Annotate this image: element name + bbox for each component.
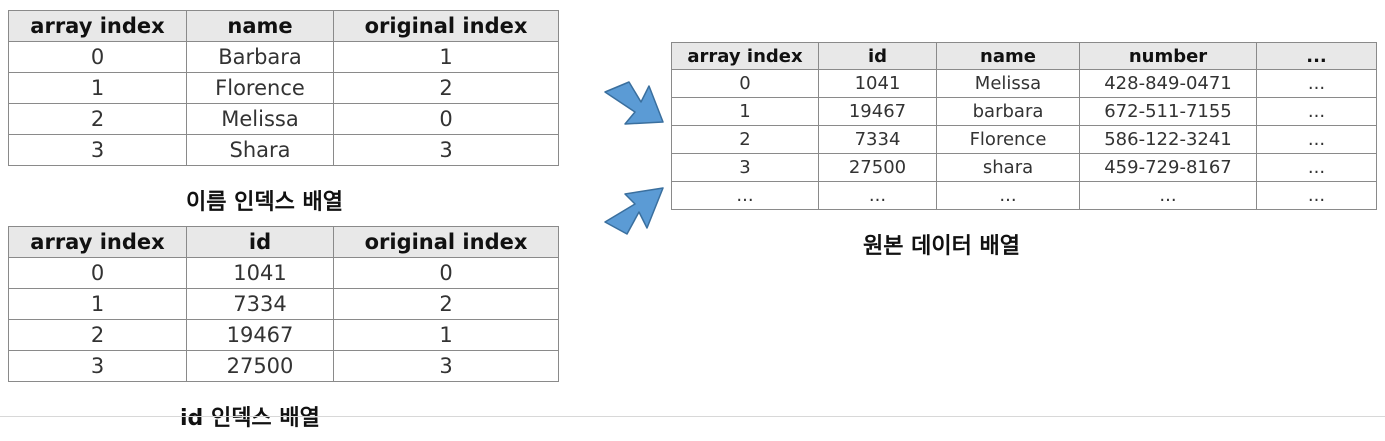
- header-cell: ...: [1256, 42, 1377, 70]
- table-cell: 0: [8, 257, 187, 289]
- table-cell: 1: [333, 41, 559, 73]
- header-cell: array index: [671, 42, 819, 70]
- table-row: 3 Shara 3: [8, 134, 559, 166]
- table-cell: Melissa: [186, 103, 334, 135]
- table-row: 1 Florence 2: [8, 72, 559, 104]
- header-cell: id: [186, 226, 334, 258]
- table-cell: 19467: [818, 97, 937, 126]
- table-cell: 27500: [818, 153, 937, 182]
- table-cell: 2: [333, 72, 559, 104]
- table-row: ... ... ... ... ...: [671, 181, 1377, 210]
- table-row: 3 27500 shara 459-729-8167 ...: [671, 153, 1377, 182]
- arrows-graphic: [604, 81, 664, 235]
- table-cell: ...: [1256, 125, 1377, 154]
- table-cell: 27500: [186, 350, 334, 382]
- bottom-divider: [0, 416, 1385, 417]
- table-cell: Barbara: [186, 41, 334, 73]
- table-cell: 1041: [186, 257, 334, 289]
- header-cell: id: [818, 42, 937, 70]
- table-cell: 1041: [818, 69, 937, 98]
- table-cell: ...: [936, 181, 1080, 210]
- table-cell: Florence: [186, 72, 334, 104]
- table-cell: 0: [671, 69, 819, 98]
- table-row: 0 1041 0: [8, 257, 559, 289]
- header-cell: name: [186, 10, 334, 42]
- table-cell: Shara: [186, 134, 334, 166]
- arrow-right-up-icon: [604, 187, 664, 235]
- table-row: 0 1041 Melissa 428-849-0471 ...: [671, 69, 1377, 98]
- table-row: 1 7334 2: [8, 288, 559, 320]
- table-cell: 2: [671, 125, 819, 154]
- table-cell: barbara: [936, 97, 1080, 126]
- table-row: 3 27500 3: [8, 350, 559, 382]
- table-cell: 1: [8, 72, 187, 104]
- table-row: 2 19467 1: [8, 319, 559, 351]
- table-cell: 2: [333, 288, 559, 320]
- table-cell: ...: [1256, 153, 1377, 182]
- table-cell: 19467: [186, 319, 334, 351]
- table-cell: 2: [8, 103, 187, 135]
- table-row: 2 7334 Florence 586-122-3241 ...: [671, 125, 1377, 154]
- table-cell: 3: [8, 350, 187, 382]
- table-cell: 3: [333, 134, 559, 166]
- table-cell: 428-849-0471: [1079, 69, 1257, 98]
- table-cell: 3: [671, 153, 819, 182]
- id-index-table: array index id original index 0 1041 0 1…: [8, 226, 559, 382]
- header-cell: number: [1079, 42, 1257, 70]
- table-row: 0 Barbara 1: [8, 41, 559, 73]
- name-index-table: array index name original index 0 Barbar…: [8, 10, 559, 166]
- header-cell: array index: [8, 10, 187, 42]
- table-cell: 1: [8, 288, 187, 320]
- table-row: 2 Melissa 0: [8, 103, 559, 135]
- arrow-right-down-icon: [604, 81, 664, 125]
- table-cell: 7334: [818, 125, 937, 154]
- table-cell: Florence: [936, 125, 1080, 154]
- table-cell: ...: [671, 181, 819, 210]
- name-index-caption: 이름 인덱스 배열: [186, 190, 343, 215]
- table-cell: 459-729-8167: [1079, 153, 1257, 182]
- original-data-caption: 원본 데이터 배열: [863, 234, 1020, 259]
- table-cell: 0: [333, 103, 559, 135]
- table-cell: 3: [333, 350, 559, 382]
- table-cell: ...: [1079, 181, 1257, 210]
- table-cell: 1: [333, 319, 559, 351]
- table-row: 1 19467 barbara 672-511-7155 ...: [671, 97, 1377, 126]
- table-cell: ...: [1256, 181, 1377, 210]
- table-cell: shara: [936, 153, 1080, 182]
- table-header-row: array index id name number ...: [671, 42, 1377, 70]
- table-cell: ...: [818, 181, 937, 210]
- table-cell: 0: [8, 41, 187, 73]
- header-cell: original index: [333, 10, 559, 42]
- table-cell: ...: [1256, 97, 1377, 126]
- table-cell: 3: [8, 134, 187, 166]
- table-header-row: array index name original index: [8, 10, 559, 42]
- table-cell: ...: [1256, 69, 1377, 98]
- header-cell: original index: [333, 226, 559, 258]
- id-index-caption: id 인덱스 배열: [180, 406, 320, 431]
- table-cell: 7334: [186, 288, 334, 320]
- original-data-table: array index id name number ... 0 1041 Me…: [671, 42, 1377, 210]
- table-cell: 1: [671, 97, 819, 126]
- table-header-row: array index id original index: [8, 226, 559, 258]
- table-cell: Melissa: [936, 69, 1080, 98]
- table-cell: 672-511-7155: [1079, 97, 1257, 126]
- table-cell: 2: [8, 319, 187, 351]
- table-cell: 0: [333, 257, 559, 289]
- header-cell: array index: [8, 226, 187, 258]
- table-cell: 586-122-3241: [1079, 125, 1257, 154]
- header-cell: name: [936, 42, 1080, 70]
